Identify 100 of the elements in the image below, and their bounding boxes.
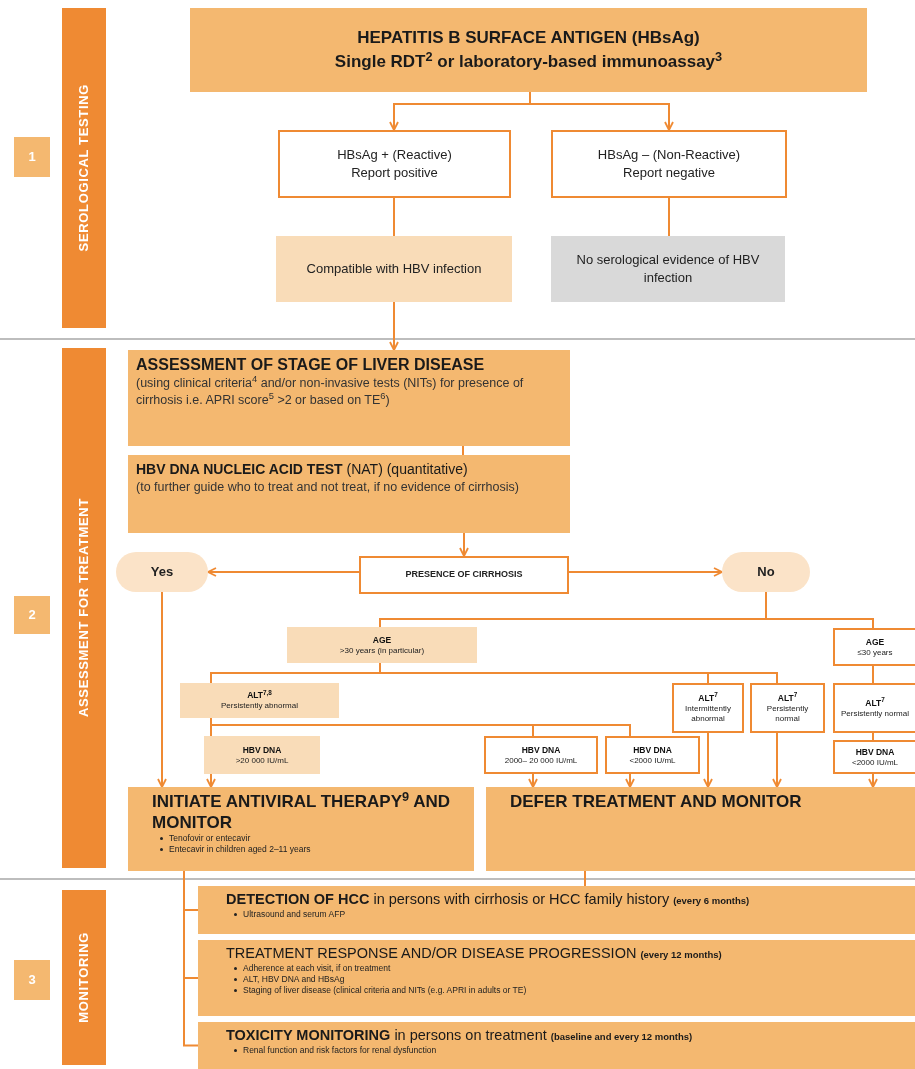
- criteria-title: HBV DNA: [242, 744, 282, 756]
- criteria-text: <2000 IU/mL: [852, 757, 898, 768]
- arrow: [703, 732, 713, 788]
- arrow: [772, 732, 782, 788]
- bullet-item: ALT, HBV DNA and HBsAg: [243, 974, 345, 985]
- criteria-text: Intermittently abnormal: [684, 703, 732, 724]
- assessment-box: [128, 350, 570, 446]
- connector-line: [462, 445, 464, 456]
- box-text: HBsAg – (Non-Reactive) Report negative: [596, 146, 742, 182]
- box-text: (to further guide who to treat and not treat, if no evidence of cirrhosis): [136, 479, 520, 496]
- bullet-item: Staging of liver disease (clinical criteria and NITs (e.g. APRI in adults or TE): [243, 985, 527, 996]
- interpretation-box: [551, 236, 785, 302]
- section-band: [62, 348, 106, 868]
- criteria-text: <2000 IU/mL: [629, 755, 676, 766]
- arrow: [528, 773, 538, 788]
- box-title: HEPATITIS B SURFACE ANTIGEN (HBsAg): [357, 27, 700, 49]
- decision-box: [359, 556, 569, 594]
- arrow: [389, 301, 399, 351]
- box-title: INITIATE ANTIVIRAL THERAPY$^{9}$ AND MONITOR: [152, 791, 451, 833]
- frequency-note: (baseline and every 12 months): [550, 1030, 693, 1044]
- criteria-text: Persistently abnormal: [221, 701, 298, 711]
- criteria-title: ALT$^{7}$: [865, 697, 885, 709]
- connector-line: [668, 197, 670, 237]
- criteria-box: [204, 736, 320, 774]
- test-box: [190, 8, 867, 92]
- section-number-text: 2: [28, 606, 36, 625]
- box-title: HBV DNA NUCLEIC ACID TEST (NAT) (quantitative): [136, 460, 469, 479]
- section-number-text: 1: [28, 148, 36, 167]
- section-title: ASSESSMENT FOR TREATMENT: [75, 498, 93, 718]
- criteria-title: ALT$^{7}$: [698, 692, 718, 704]
- bullet-item: Renal function and risk factors for renal dysfunction: [243, 1045, 437, 1056]
- connector-line: [765, 591, 874, 629]
- criteria-title: HBV DNA: [521, 744, 561, 756]
- box-text: HBsAg + (Reactive) Report positive: [336, 146, 453, 182]
- criteria-text: ≤30 years: [857, 647, 893, 658]
- section-band: [62, 8, 106, 328]
- criteria-box: [484, 736, 598, 774]
- monitoring-box: [198, 940, 915, 1016]
- criteria-text: >30 years (in particular): [339, 645, 425, 656]
- box-text: (using clinical criteria$^{4}$ and/or non-invasive tests (NITs) for presence of cirrhosis i.e. APRI score$^{5}$ >2 or based on TE$^{6}$): [136, 375, 525, 409]
- criteria-box: [672, 683, 744, 733]
- section-number-text: 3: [28, 971, 36, 990]
- connector-line: [872, 732, 874, 741]
- criteria-title: HBV DNA: [633, 744, 672, 756]
- answer-pill: [722, 552, 810, 592]
- section-title: MONITORING: [75, 932, 93, 1023]
- bullet-item: Tenofovir or entecavir: [169, 833, 251, 844]
- criteria-box: [750, 683, 825, 733]
- criteria-title: AGE: [372, 634, 392, 646]
- criteria-title: ALT$^{7}$: [777, 692, 798, 704]
- frequency-note: (every 12 months): [640, 948, 722, 962]
- criteria-text: 2000– 20 000 IU/mL: [504, 755, 578, 766]
- arrow: [868, 773, 878, 788]
- assessment-box: [128, 455, 570, 533]
- interpretation-box: [276, 236, 512, 302]
- monitoring-box: [198, 886, 915, 934]
- arrow: [459, 532, 469, 557]
- criteria-box: [833, 740, 915, 774]
- arrow: [529, 91, 674, 131]
- frequency-note: (every 6 months): [673, 894, 750, 908]
- box-title: TREATMENT RESPONSE AND/OR DISEASE PROGRESSION: [226, 944, 637, 963]
- outcome-box: [128, 787, 474, 871]
- section-title: SEROLOGICAL TESTING: [75, 84, 93, 252]
- connector-line: [584, 870, 586, 887]
- box-text: No serological evidence of HBV infection: [575, 251, 761, 287]
- bullet-item: Ultrasound and serum AFP: [243, 909, 346, 920]
- criteria-text: Persistently normal: [841, 708, 909, 719]
- box-title: Single RDT$^{2}$ or laboratory-based immunoassay$^{3}$: [334, 50, 723, 73]
- box-title: ASSESSMENT OF STAGE OF LIVER DISEASE: [136, 355, 486, 375]
- section-number: [14, 960, 50, 1000]
- connector-line: [183, 870, 199, 1047]
- arrow: [625, 773, 635, 788]
- section-number: [14, 596, 50, 634]
- connector-line: [393, 197, 395, 237]
- criteria-box: [833, 628, 915, 666]
- outcome-box: [486, 787, 915, 871]
- criteria-box: [833, 683, 915, 733]
- arrow: [568, 567, 723, 577]
- criteria-box: [180, 683, 339, 718]
- criteria-box: [605, 736, 700, 774]
- box-title: DETECTION OF HCC in persons with cirrhosis or HCC family history: [226, 890, 670, 909]
- section-number: [14, 137, 50, 177]
- monitoring-box: [198, 1022, 915, 1069]
- bullet-item: Adherence at each visit, if on treatment: [243, 963, 391, 974]
- arrow: [157, 591, 167, 788]
- criteria-title: ALT$^{7,8}$: [247, 690, 272, 701]
- answer-pill: [116, 552, 208, 592]
- result-box: [278, 130, 511, 198]
- result-box: [551, 130, 787, 198]
- criteria-title: HBV DNA: [855, 746, 895, 758]
- arrow: [207, 567, 360, 577]
- section-band: [62, 890, 106, 1065]
- connector-line: [872, 665, 874, 684]
- answer-text: Yes: [150, 563, 174, 582]
- box-title: DEFER TREATMENT AND MONITOR: [510, 791, 803, 812]
- box-text: Compatible with HBV infection: [306, 260, 482, 278]
- bullet-item: Entecavir in children aged 2–11 years: [169, 844, 311, 855]
- criteria-box: [287, 627, 477, 663]
- criteria-title: AGE: [865, 636, 885, 648]
- criteria-text: >20 000 IU/mL: [235, 755, 289, 766]
